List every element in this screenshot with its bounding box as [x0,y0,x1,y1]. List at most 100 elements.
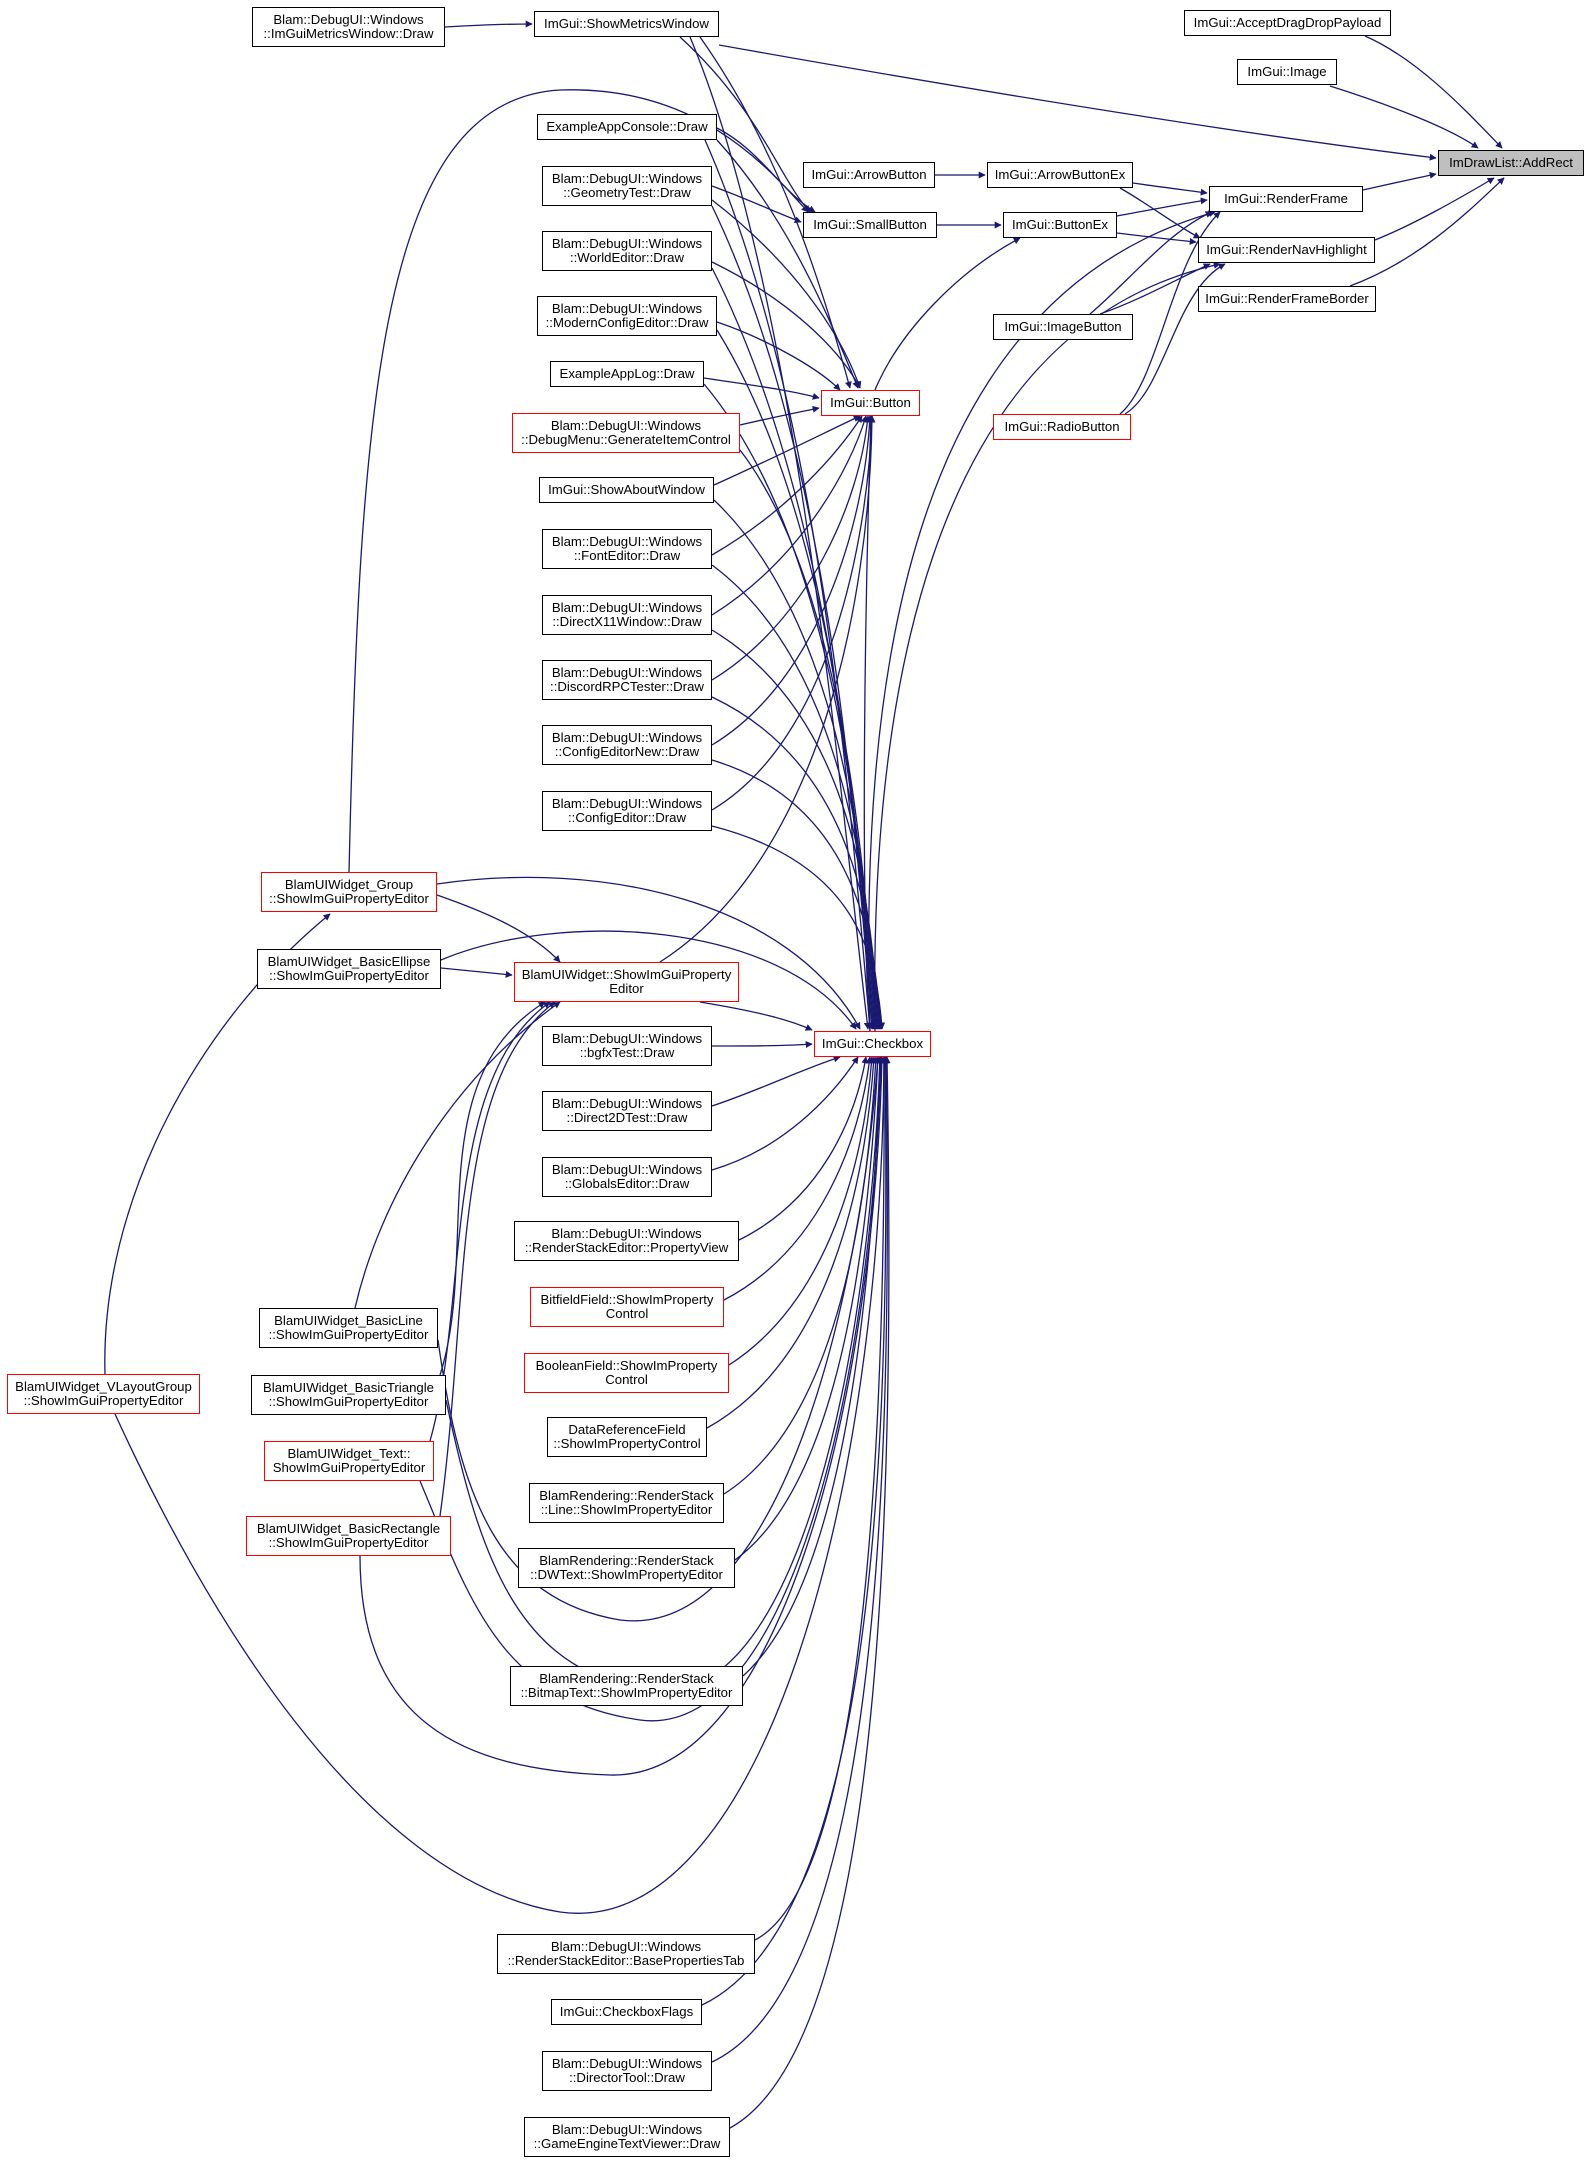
edge-imagebutton-to-renderframe [1089,211,1213,315]
edge-appconsole-to-button [716,139,859,389]
node-label: ImGui::Image [1247,64,1327,79]
node-label: ::ConfigEditorNew::Draw [554,744,700,759]
edge-configeditor-to-button [711,415,876,811]
node-label: ::WorldEditor::Draw [569,250,685,265]
node-label: Blam::DebugUI::Windows [551,730,703,745]
edge-showmetrics-to-addrect [718,44,1437,161]
node-font-editor-draw[interactable]: Blam::DebugUI::Windows::FontEditor::Draw [542,529,712,569]
node-label: ::RenderStackEditor::PropertyView [524,1240,729,1255]
node-label: ::FontEditor::Draw [573,548,681,563]
node-globals-editor-draw[interactable]: Blam::DebugUI::Windows::GlobalsEditor::D… [542,1157,712,1197]
node-label: Blam::DebugUI::Windows [551,1096,703,1111]
node-render-stack-bitmaptext-property-editor[interactable]: BlamRendering::RenderStack::BitmapText::… [510,1666,743,1706]
node-label: BlamRendering::RenderStack [539,1488,714,1503]
node-game-engine-text-viewer-draw[interactable]: Blam::DebugUI::Windows::GameEngineTextVi… [524,2117,730,2157]
node-image-button[interactable]: ImGui::ImageButton [993,314,1133,340]
node-show-metrics-window[interactable]: ImGui::ShowMetricsWindow [534,11,719,37]
node-discord-rpc-tester-draw[interactable]: Blam::DebugUI::Windows::DiscordRPCTester… [542,660,712,700]
node-label: ImDrawList::AddRect [1449,155,1573,170]
edge-image-to-addrect [1329,85,1479,149]
node-image[interactable]: ImGui::Image [1237,59,1337,85]
node-checkbox-flags[interactable]: ImGui::CheckboxFlags [551,1999,702,2025]
node-director-tool-draw[interactable]: Blam::DebugUI::Windows::DirectorTool::Dr… [542,2051,712,2091]
node-widget-basic-triangle-property-editor[interactable]: BlamUIWidget_BasicTriangle::ShowImGuiPro… [251,1375,446,1415]
edge-fonteditor-to-button [711,415,863,556]
node-bgfx-test-draw[interactable]: Blam::DebugUI::Windows::bgfxTest::Draw [542,1026,712,1066]
node-world-editor-draw[interactable]: Blam::DebugUI::Windows::WorldEditor::Dra… [542,231,712,271]
node-directx11-window-draw[interactable]: Blam::DebugUI::Windows::DirectX11Window:… [542,595,712,635]
node-widget-basic-line-property-editor[interactable]: BlamUIWidget_BasicLine::ShowImGuiPropert… [259,1308,438,1348]
node-render-frame[interactable]: ImGui::RenderFrame [1209,186,1363,212]
node-widget-basic-rectangle-property-editor[interactable]: BlamUIWidget_BasicRectangle::ShowImGuiPr… [246,1516,451,1556]
edge-renderstackprop-to-checkbox [738,1056,869,1241]
node-widget-vlayout-group-property-editor[interactable]: BlamUIWidget_VLayoutGroup::ShowImGuiProp… [7,1374,200,1414]
node-render-stack-dwtext-property-editor[interactable]: BlamRendering::RenderStack::DWText::Show… [518,1548,735,1588]
edge-basicline-to-widgetprop [354,1001,561,1309]
edge-geometry-to-checkbox [711,205,875,1030]
edge-geometry-to-button [711,199,862,389]
node-label: BlamRendering::RenderStack [539,1553,714,1568]
edge-dwtext-to-checkbox [734,1056,882,1561]
node-render-stack-editor-base-properties-tab[interactable]: Blam::DebugUI::Windows::RenderStackEdito… [497,1934,755,1974]
edge-textviewer-to-checkbox [729,1056,891,2129]
node-render-stack-line-property-editor[interactable]: BlamRendering::RenderStack::Line::ShowIm… [529,1483,724,1523]
node-config-editor-draw[interactable]: Blam::DebugUI::Windows::ConfigEditor::Dr… [542,791,712,831]
node-widget-group-property-editor[interactable]: BlamUIWidget_Group::ShowImGuiPropertyEdi… [261,872,437,912]
node-direct2d-test-draw[interactable]: Blam::DebugUI::Windows::Direct2DTest::Dr… [542,1091,712,1131]
node-label: ::ConfigEditor::Draw [568,810,686,825]
node-show-about-window[interactable]: ImGui::ShowAboutWindow [539,477,714,503]
node-geometry-test-draw[interactable]: Blam::DebugUI::Windows::GeometryTest::Dr… [542,166,712,206]
node-config-editor-new-draw[interactable]: Blam::DebugUI::Windows::ConfigEditorNew:… [542,725,712,765]
node-label: Blam::DebugUI::Windows [550,1939,702,1954]
node-widget-basic-ellipse-property-editor[interactable]: BlamUIWidget_BasicEllipse::ShowImGuiProp… [257,949,441,989]
node-label: ::DWText::ShowImPropertyEditor [530,1567,723,1582]
node-render-nav-highlight[interactable]: ImGui::RenderNavHighlight [1198,237,1375,263]
edge-metricsdraw-to-showmetrics [444,20,533,28]
node-example-app-log-draw[interactable]: ExampleAppLog::Draw [550,361,704,387]
node-button[interactable]: ImGui::Button [821,390,920,416]
edge-bgfx-to-checkbox [711,1040,813,1048]
node-arrow-button[interactable]: ImGui::ArrowButton [803,162,935,188]
node-label: ::ShowImGuiPropertyEditor [269,968,429,983]
edge-button-to-buttonex [874,237,1021,391]
node-label: Blam::DebugUI::Windows [551,1031,703,1046]
node-label: ImGui::RadioButton [1004,419,1120,434]
edge-showmetrics-to-checkbox [689,36,871,1030]
edge-showmetrics-to-button [699,36,852,389]
node-render-stack-editor-property-view[interactable]: Blam::DebugUI::Windows::RenderStackEdito… [514,1221,739,1261]
node-checkbox[interactable]: ImGui::Checkbox [814,1031,931,1057]
node-accept-drag-drop-payload[interactable]: ImGui::AcceptDragDropPayload [1184,10,1391,36]
node-label: ImGui::SmallButton [813,217,927,232]
node-metrics-window-draw[interactable]: Blam::DebugUI::Windows::ImGuiMetricsWind… [252,7,445,47]
node-example-app-console-draw[interactable]: ExampleAppConsole::Draw [537,114,717,140]
node-label: BlamUIWidget_VLayoutGroup [15,1379,192,1394]
node-label: ImGui::RenderNavHighlight [1206,242,1367,257]
node-small-button[interactable]: ImGui::SmallButton [803,212,937,238]
node-render-frame-border[interactable]: ImGui::RenderFrameBorder [1198,286,1376,312]
node-label: Blam::DebugUI::Windows [551,236,703,251]
edge-discord-to-button [711,415,871,681]
node-button-ex[interactable]: ImGui::ButtonEx [1003,212,1117,238]
node-label: ImGui::RenderFrameBorder [1205,291,1369,306]
node-label: ::DirectX11Window::Draw [552,614,702,629]
node-arrow-button-ex[interactable]: ImGui::ArrowButtonEx [987,162,1133,188]
edge-buttonex-to-rendernav [1116,232,1197,245]
node-label: ImGui::AcceptDragDropPayload [1193,15,1382,30]
node-label: ::bgfxTest::Draw [579,1045,675,1060]
node-label: ::ShowImGuiPropertyEditor [268,1394,429,1409]
edge-arrowbuttonex-to-renderframe [1132,182,1208,196]
node-modern-config-editor-draw[interactable]: Blam::DebugUI::Windows::ModernConfigEdit… [537,296,717,336]
edge-triangle-to-widgetprop [439,1001,546,1376]
edge-checkboxflags-to-checkbox [701,1056,889,2006]
node-label: BlamUIWidget_BasicLine [274,1313,423,1328]
node-debug-menu-generate-item-control[interactable]: Blam::DebugUI::Windows::DebugMenu::Gener… [512,413,740,453]
node-widget-text-property-editor[interactable]: BlamUIWidget_Text::ShowImGuiPropertyEdit… [264,1441,434,1481]
node-data-reference-field-show-property-control[interactable]: DataReferenceField::ShowImPropertyContro… [547,1417,707,1457]
node-label: ::ShowImGuiPropertyEditor [23,1393,184,1408]
node-label: BlamUIWidget_Group [284,877,414,892]
node-radio-button[interactable]: ImGui::RadioButton [993,414,1131,440]
